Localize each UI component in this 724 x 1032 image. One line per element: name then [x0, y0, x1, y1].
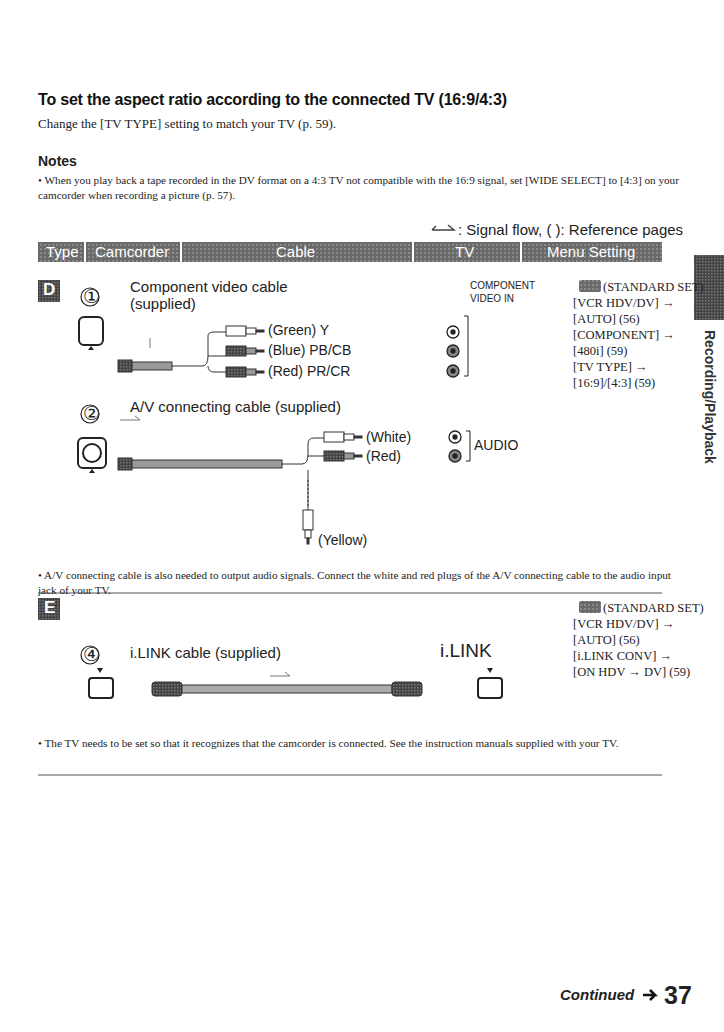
side-tab-text: Recording/Playback [701, 330, 718, 464]
header-bar [38, 242, 662, 262]
body-text: Change the [TV TYPE] setting to match yo… [38, 116, 678, 132]
section-letter: D [43, 280, 55, 300]
page-number: 37 [664, 980, 692, 1010]
menu-setting: [TV TYPE] → [573, 360, 648, 375]
menu-setting: [COMPONENT] → [573, 328, 675, 343]
continued-arrow [643, 990, 655, 1000]
cable-name: A/V connecting cable (supplied) [130, 398, 360, 415]
ilink-cable [89, 668, 502, 698]
camcorder-jack-icon [79, 317, 103, 350]
menu-setting: (STANDARD SET) [603, 601, 713, 616]
plug-color: (Red) PR/CR [268, 363, 350, 380]
menu-setting: [VCR HDV/DV] → [573, 617, 674, 632]
callout-number: ② [83, 402, 100, 425]
tv-jacks [447, 316, 468, 377]
menu-icon [579, 280, 601, 292]
av-cable [118, 416, 362, 544]
cable-name: Component video cable (supplied) [130, 278, 300, 313]
menu-setting: [480i] (59) [573, 344, 628, 359]
column-header: Camcorder [95, 243, 169, 261]
section-icon [38, 598, 60, 620]
column-header: Cable [276, 243, 315, 261]
plug-color: (Blue) PB/CB [268, 342, 351, 359]
section-letter: E [44, 598, 55, 618]
callout-number: ① [83, 285, 100, 308]
column-header: TV [455, 243, 474, 261]
plug-color: (Red) [366, 448, 401, 465]
menu-setting: [AUTO] (56) [573, 633, 640, 648]
column-header: Type [46, 243, 79, 261]
menu-setting: [16:9]/[4:3] (59) [573, 376, 655, 391]
plug-color: (Green) Y [268, 322, 329, 339]
jack-name: AUDIO [474, 437, 518, 454]
jack-name: i.LINK [440, 640, 492, 663]
menu-setting: [VCR HDV/DV] → [573, 296, 674, 311]
jack-name: COMPONENT VIDEO IN [470, 279, 540, 305]
note-text: • The TV needs to be set so that it reco… [38, 736, 686, 751]
notes-heading: Notes [38, 153, 77, 170]
signal-flow-icon [432, 225, 454, 230]
note-text: • When you play back a tape recorded in … [38, 173, 686, 202]
section-icon [38, 280, 60, 302]
plug-color: (White) [366, 429, 411, 446]
menu-setting: [i.LINK CONV] → [573, 649, 672, 664]
camcorder-av-jack-icon [78, 438, 106, 473]
menu-setting: (STANDARD SET) [603, 280, 713, 295]
note-text: • A/V connecting cable is also needed to… [38, 568, 686, 597]
component-cable [118, 326, 264, 377]
column-header: Menu Setting [547, 243, 635, 261]
tv-audio-jacks [449, 431, 470, 462]
cable-name: i.LINK cable (supplied) [130, 644, 281, 661]
plug-color: (Yellow) [318, 532, 367, 549]
callout-number: ④ [83, 643, 100, 666]
menu-icon [579, 601, 601, 613]
continued-text: Continued [560, 986, 634, 1004]
legend-text: : Signal flow, ( ): Reference pages [458, 221, 683, 239]
menu-setting: [ON HDV → DV] (59) [573, 665, 690, 680]
menu-setting: [AUTO] (56) [573, 312, 640, 327]
heading: To set the aspect ratio according to the… [38, 90, 678, 109]
